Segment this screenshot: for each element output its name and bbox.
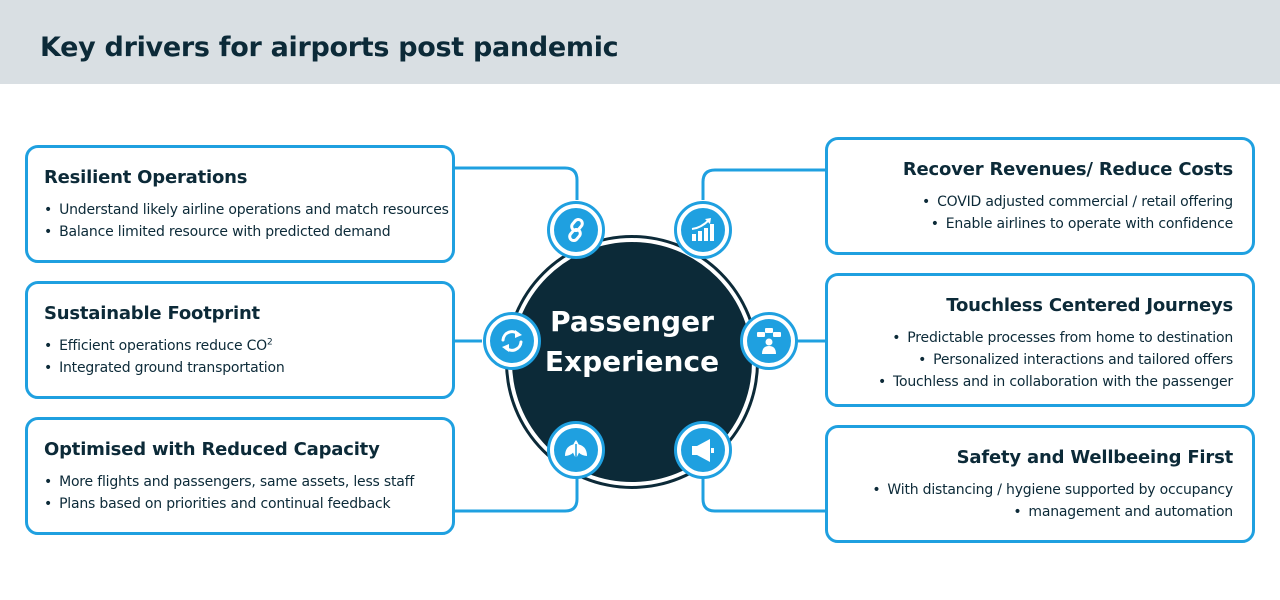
node-growth-chart [674,201,732,259]
bullet-item: Efficient operations reduce CO2 [44,335,434,357]
node-megaphone [674,421,732,479]
bullet-item: More flights and passengers, same assets… [44,471,434,493]
bullet-item: Enable airlines to operate with confiden… [844,213,1233,235]
recycle-arrows-icon [501,330,523,352]
bullet-item: With distancing / hygiene supported by o… [844,479,1233,501]
bullet-text: management and automation [1028,504,1233,520]
node-chain-link [547,201,605,259]
co2-subscript: 2 [267,337,273,348]
growth-chart-icon [691,218,714,241]
card-title: Resilient Operations [44,167,248,188]
chat-person-icon [757,328,781,354]
page-title: Key drivers for airports post pandemic [40,32,619,63]
connector-recover [701,168,826,200]
connector-resilient [454,166,579,200]
header-bar: Key drivers for airports post pandemic [0,0,1280,84]
node-recycle-arrows [483,312,541,370]
card-sustainable-footprint: Sustainable Footprint Efficient operatio… [25,281,455,399]
card-safety-wellbeing: Safety and Wellbeeing First With distanc… [825,425,1255,543]
card-title: Touchless Centered Journeys [946,295,1233,316]
connector-optimised [454,478,579,513]
leaves-icon [565,440,587,461]
bullet-item: Plans based on priorities and continual … [44,493,434,515]
bullet-item: Understand likely airline operations and… [44,199,449,221]
node-chat-person [740,312,798,370]
bullet-item: Personalized interactions and tailored o… [844,349,1233,371]
bullet-item: Predictable processes from home to desti… [844,327,1233,349]
card-title: Safety and Wellbeeing First [956,447,1234,468]
hub-title-line2: Experience [544,345,720,378]
bullet-item: COVID adjusted commercial / retail offer… [844,191,1233,213]
bullet-item: Balance limited resource with predicted … [44,221,434,243]
megaphone-icon [692,439,714,462]
card-title: Sustainable Footprint [44,303,260,324]
bullet-item: Integrated ground transportation [44,357,434,379]
card-resilient-operations: Resilient Operations Understand likely a… [25,145,455,263]
hub-title-line1: Passenger [550,305,714,338]
connector-safety [701,478,826,513]
bullet-text: Efficient operations reduce CO [59,338,268,354]
card-title: Optimised with Reduced Capacity [44,439,380,460]
card-title: Recover Revenues/ Reduce Costs [902,159,1233,180]
bullet-item: Touchless and in collaboration with the … [844,371,1233,393]
node-leaves [547,421,605,479]
bullet-item-continuation: management and automation [844,501,1233,523]
card-touchless-journeys: Touchless Centered Journeys Predictable … [825,273,1255,407]
chain-link-icon [568,217,584,243]
card-recover-revenues: Recover Revenues/ Reduce Costs COVID adj… [825,137,1255,255]
card-optimised-capacity: Optimised with Reduced Capacity More fli… [25,417,455,535]
